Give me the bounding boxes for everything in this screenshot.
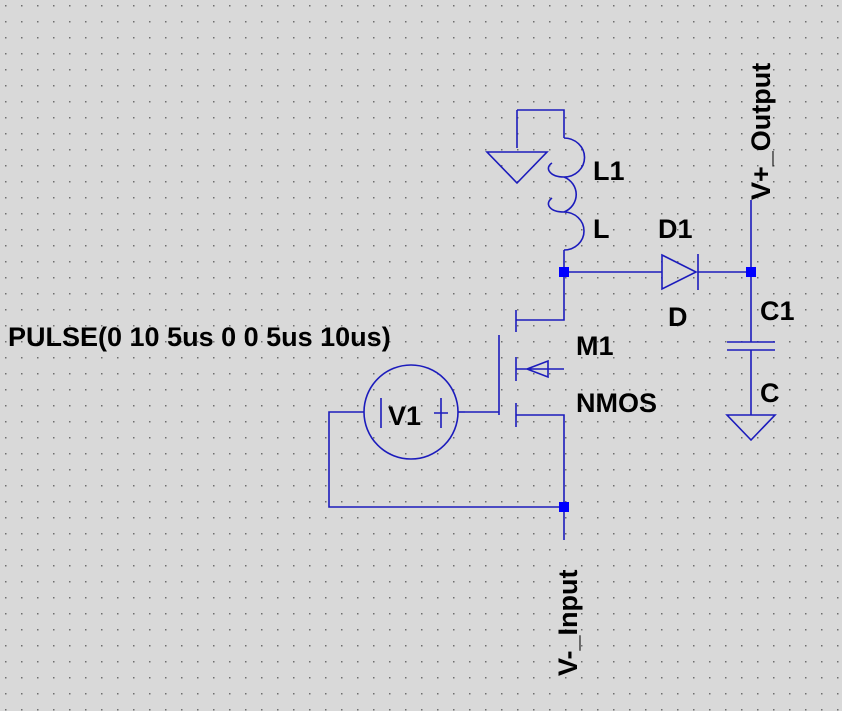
mosfet-value-label: NMOS	[576, 388, 657, 418]
mosfet-m1[interactable]	[465, 272, 565, 507]
inductor-l1[interactable]	[485, 109, 586, 272]
capacitor-c1[interactable]	[725, 341, 777, 442]
diode-value-label: D	[668, 302, 688, 332]
junction-switch-node	[559, 267, 569, 277]
voltage-source-v1[interactable]	[328, 364, 564, 508]
inductor-ref-label: L1	[593, 156, 625, 186]
junction-output	[746, 267, 756, 277]
capacitor-value-label: C	[760, 378, 780, 408]
source-value-label: PULSE(0 10 5us 0 0 5us 10us)	[8, 322, 391, 352]
diode-d1[interactable]	[661, 253, 751, 291]
diode-ref-label: D1	[658, 214, 693, 244]
mosfet-ref-label: M1	[576, 331, 614, 361]
input-net-label: V-_Input	[553, 569, 583, 676]
junction-input	[559, 502, 569, 512]
inductor-value-label: L	[593, 214, 610, 244]
output-net-label: V+_Output	[746, 63, 776, 200]
capacitor-ref-label: C1	[760, 296, 795, 326]
source-ref-label: V1	[388, 401, 421, 431]
